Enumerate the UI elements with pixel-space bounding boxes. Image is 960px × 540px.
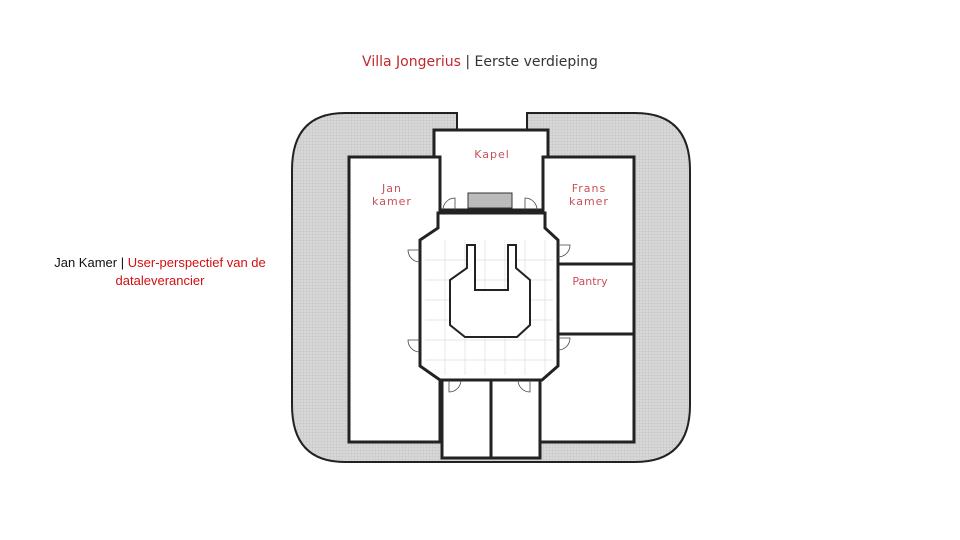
caption: Jan Kamer | User-perspectief van de data…: [20, 254, 300, 290]
label-jan-line2: kamer: [372, 195, 412, 208]
bottom-right-room: [489, 376, 542, 460]
label-frans-line1: Frans: [571, 182, 607, 195]
slide-title: Villa Jongerius | Eerste verdieping: [0, 54, 960, 70]
altar: [467, 192, 513, 209]
label-frans-kamer: Frans kamer: [557, 182, 621, 208]
caption-text: User-perspectief van de dataleverancier: [115, 255, 266, 288]
label-kapel: Kapel: [474, 148, 510, 161]
label-pantry: Pantry: [572, 275, 608, 288]
caption-name: Jan Kamer: [54, 255, 118, 270]
project-name: Villa Jongerius: [362, 54, 461, 70]
stair-core: [449, 244, 531, 338]
label-jan-line1: Jan: [382, 182, 402, 195]
label-frans-line2: kamer: [569, 195, 609, 208]
caption-separator: |: [120, 255, 125, 270]
title-separator: |: [465, 54, 471, 70]
floor-name: Eerste verdieping: [474, 54, 598, 70]
label-jan-kamer: Jan kamer: [360, 182, 424, 208]
pantry-room: [555, 262, 636, 336]
